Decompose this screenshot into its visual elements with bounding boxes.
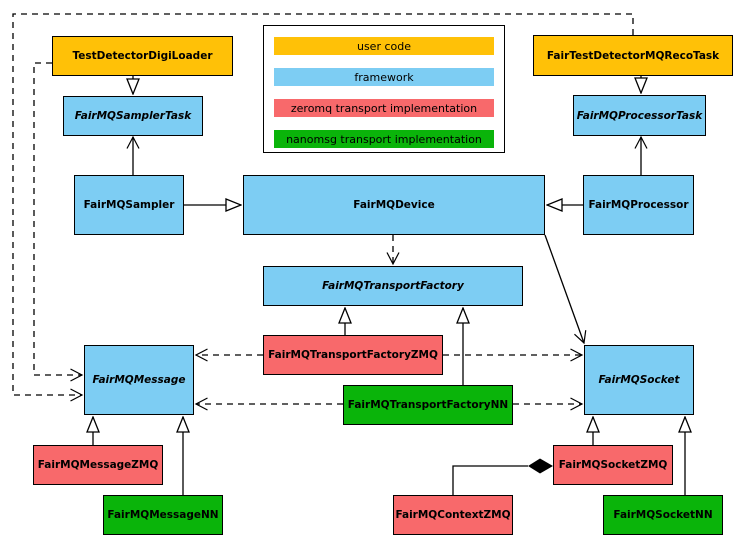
edge-dep-digiloader-message <box>33 62 84 382</box>
node-testdetectordigiloader: TestDetectorDigiLoader <box>52 36 233 76</box>
node-fairmqmessage: FairMQMessage <box>84 345 194 415</box>
node-fairmqdevice: FairMQDevice <box>243 175 545 235</box>
node-fairmqtransportfactorynn: FairMQTransportFactoryNN <box>343 385 513 425</box>
node-fairmqsocket: FairMQSocket <box>584 345 694 415</box>
node-fairmqtransportfactoryzmq: FairMQTransportFactoryZMQ <box>263 335 443 375</box>
node-fairmqsamplertask: FairMQSamplerTask <box>63 96 203 136</box>
node-fairtestdetectormqrecotask: FairTestDetectorMQRecoTask <box>533 35 733 76</box>
node-fairmqsampler: FairMQSampler <box>74 175 184 235</box>
legend-item-user-code: user code <box>274 37 494 55</box>
node-fairmqprocessor: FairMQProcessor <box>583 175 694 235</box>
edge-comp-contextzmq-socketzmq <box>452 465 528 495</box>
node-fairmqmessagezmq: FairMQMessageZMQ <box>33 445 163 485</box>
legend-box: user code framework zeromq transport imp… <box>263 25 505 153</box>
legend-item-framework: framework <box>274 68 494 86</box>
node-fairmqprocessortask: FairMQProcessorTask <box>573 95 706 136</box>
legend-item-zeromq: zeromq transport implementation <box>274 99 494 117</box>
node-fairmqsocketnn: FairMQSocketNN <box>603 495 723 535</box>
edge-dep-recotask-message <box>12 13 634 402</box>
edge-assoc-device-socket <box>544 234 587 345</box>
node-fairmqmessagenn: FairMQMessageNN <box>103 495 223 535</box>
legend-item-nanomsg: nanomsg transport implementation <box>274 130 494 148</box>
node-fairmqcontextzmq: FairMQContextZMQ <box>393 495 513 535</box>
node-fairmqsocketzmq: FairMQSocketZMQ <box>553 445 673 485</box>
composition-diamond <box>528 458 553 474</box>
node-fairmqtransportfactory: FairMQTransportFactory <box>263 266 523 306</box>
